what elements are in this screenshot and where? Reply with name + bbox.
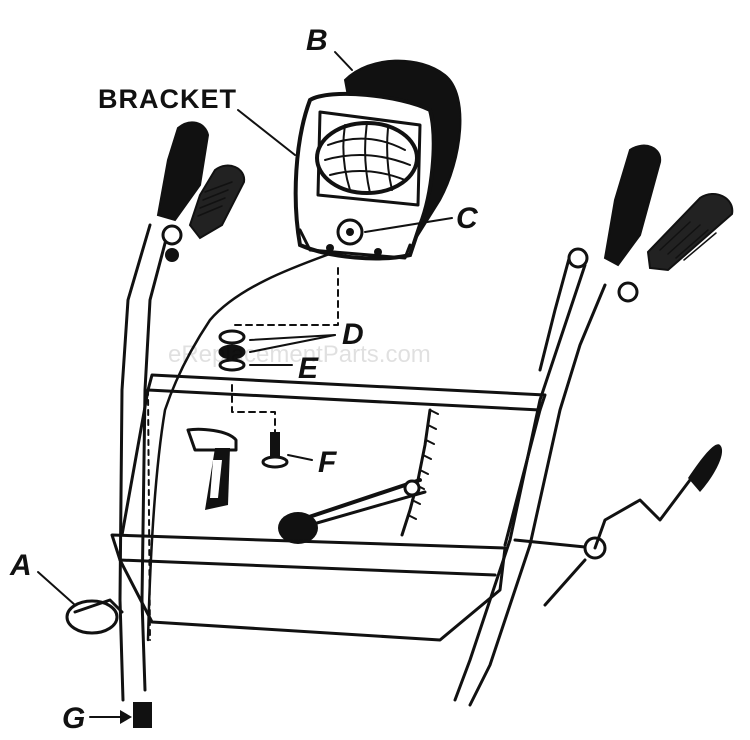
clip-a (65, 598, 124, 635)
lever-knob (278, 512, 318, 544)
label-f: F (318, 446, 337, 479)
right-handle-grips (567, 144, 734, 303)
mounting-hardware (218, 267, 339, 469)
left-handle-grips (156, 121, 246, 262)
plug-g (133, 702, 152, 728)
label-e: E (298, 352, 319, 385)
chute-crank (513, 444, 723, 607)
watermark-text: eReplacementParts.com (168, 341, 431, 368)
leader-lines (37, 51, 453, 724)
handle-frame (118, 223, 607, 707)
label-d: D (342, 318, 364, 351)
label-bracket: BRACKET (98, 84, 237, 114)
label-g: G (62, 702, 85, 735)
label-a: A (9, 549, 32, 582)
dash-panel (110, 373, 547, 642)
label-c: C (456, 202, 479, 235)
headlight-assembly (293, 59, 462, 261)
label-b: B (306, 24, 328, 57)
headlight-wire (146, 250, 337, 642)
